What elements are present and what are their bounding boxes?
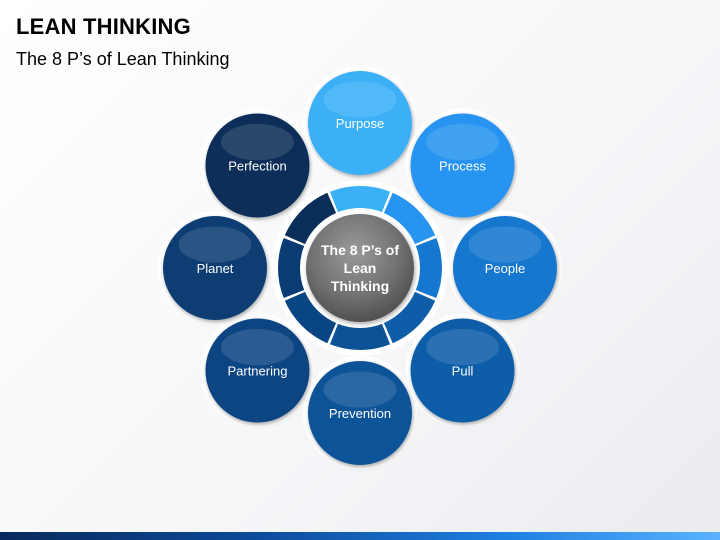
node-highlight [468, 226, 542, 263]
node-circle [410, 113, 515, 218]
node-pull: Pull [405, 313, 520, 428]
hub-label-line: Lean [344, 260, 377, 276]
node-prevention: Prevention [303, 356, 417, 470]
ring-segment-perfection [284, 192, 337, 245]
ring-segment-purpose [329, 186, 391, 213]
node-circle [410, 318, 515, 423]
node-label-process: Process [439, 158, 486, 173]
hub-label-line: Thinking [331, 278, 389, 294]
ring-segment-people [415, 237, 443, 299]
node-purpose: Purpose [303, 66, 417, 180]
bottom-accent-bar [0, 532, 720, 540]
node-planet: Planet [158, 211, 272, 325]
hub-circle [306, 214, 414, 322]
node-perfection: Perfection [200, 108, 315, 223]
node-label-planet: Planet [197, 261, 234, 276]
node-highlight [323, 81, 397, 118]
hub-label-line: The 8 P’s of [321, 242, 399, 258]
slide-subtitle: The 8 P’s of Lean Thinking [16, 49, 230, 69]
node-highlight [426, 328, 499, 366]
node-highlight [426, 123, 499, 161]
slide-title: LEAN THINKING [16, 14, 191, 39]
node-highlight [178, 226, 252, 263]
node-process: Process [405, 108, 520, 223]
ring-segment-pull [383, 291, 436, 344]
node-highlight [221, 328, 294, 366]
node-circle [205, 318, 310, 423]
node-highlight [221, 123, 294, 161]
node-label-purpose: Purpose [336, 116, 384, 131]
node-people: People [448, 211, 562, 325]
ring-segment-planet [278, 237, 305, 299]
ring-segment-process [383, 192, 436, 245]
node-circle [205, 113, 310, 218]
node-label-prevention: Prevention [329, 406, 391, 421]
node-label-people: People [485, 261, 525, 276]
node-circle [163, 216, 267, 320]
node-label-partnering: Partnering [227, 364, 287, 379]
node-label-pull: Pull [452, 364, 474, 379]
ring-segment-partnering [284, 291, 337, 344]
ring-segments [272, 180, 448, 356]
ring-segment-prevention [329, 323, 391, 351]
node-circle [308, 71, 412, 175]
node-highlight [323, 371, 397, 408]
node-circle [308, 361, 412, 465]
node-circle [453, 216, 557, 320]
node-partnering: Partnering [200, 313, 315, 428]
node-label-perfection: Perfection [228, 158, 287, 173]
